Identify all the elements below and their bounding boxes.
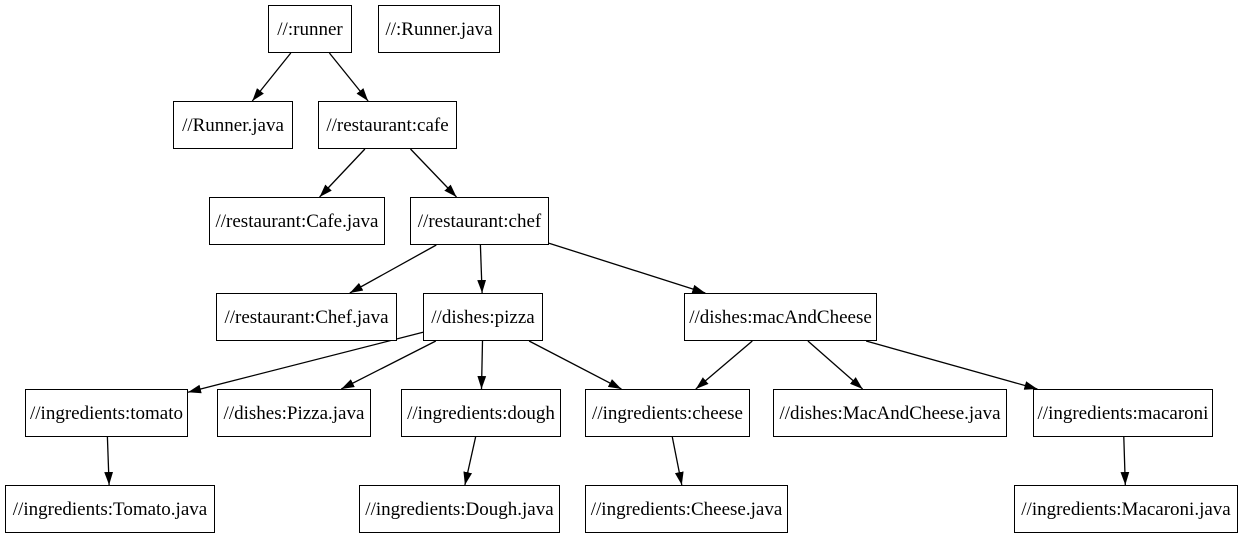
graph-node-chef-java: //restaurant:Chef.java <box>216 293 397 341</box>
graph-node-cafe-java: //restaurant:Cafe.java <box>209 197 385 245</box>
graph-node-root-runner: //:runner <box>268 5 352 53</box>
dependency-edge-pizza-to-cheese <box>528 340 622 390</box>
graph-node-tomato-java: //ingredients:Tomato.java <box>5 485 215 533</box>
dependency-edge-chef-to-chef-java <box>349 244 437 294</box>
dependency-edge-mac-and-cheese-to-macaroni <box>865 340 1038 390</box>
dependency-edge-dough-to-dough-java <box>463 436 477 486</box>
dependency-edge-chef-to-mac-and-cheese <box>548 242 706 294</box>
dependency-edge-pizza-to-tomato <box>187 331 424 394</box>
graph-node-runner-java: //Runner.java <box>173 101 293 149</box>
graph-node-root-runner-java: //:Runner.java <box>378 5 500 53</box>
dependency-edge-pizza-to-dough <box>477 340 487 390</box>
graph-node-mac-and-cheese-java: //dishes:MacAndCheese.java <box>773 389 1007 437</box>
graph-node-macaroni-java: //ingredients:Macaroni.java <box>1014 485 1238 533</box>
dependency-edge-chef-to-pizza <box>477 244 487 294</box>
dependency-edge-tomato-to-tomato-java <box>104 436 114 486</box>
dependency-edge-root-runner-to-cafe <box>328 52 369 102</box>
graph-node-macaroni: //ingredients:macaroni <box>1033 389 1213 437</box>
dependency-edge-pizza-to-pizza-java <box>341 340 437 390</box>
dependency-edge-root-runner-to-runner-java <box>251 52 292 102</box>
graph-node-cheese: //ingredients:cheese <box>585 389 750 437</box>
dependency-edge-cheese-to-cheese-java <box>671 436 684 486</box>
dependency-edge-mac-and-cheese-to-cheese <box>695 340 753 390</box>
dependency-edge-mac-and-cheese-to-mac-and-cheese-java <box>807 340 864 390</box>
graph-node-chef: //restaurant:chef <box>410 197 549 245</box>
dependency-edge-cafe-to-cafe-java <box>319 148 366 198</box>
dependency-edge-macaroni-to-macaroni-java <box>1120 436 1130 486</box>
graph-node-cheese-java: //ingredients:Cheese.java <box>585 485 788 533</box>
graph-node-pizza: //dishes:pizza <box>423 293 543 341</box>
graph-node-dough-java: //ingredients:Dough.java <box>359 485 560 533</box>
graph-node-mac-and-cheese: //dishes:macAndCheese <box>684 293 877 341</box>
graph-node-cafe: //restaurant:cafe <box>318 101 457 149</box>
dependency-edge-cafe-to-chef <box>410 148 457 198</box>
graph-node-tomato: //ingredients:tomato <box>25 389 188 437</box>
graph-node-dough: //ingredients:dough <box>401 389 561 437</box>
graph-node-pizza-java: //dishes:Pizza.java <box>217 389 371 437</box>
